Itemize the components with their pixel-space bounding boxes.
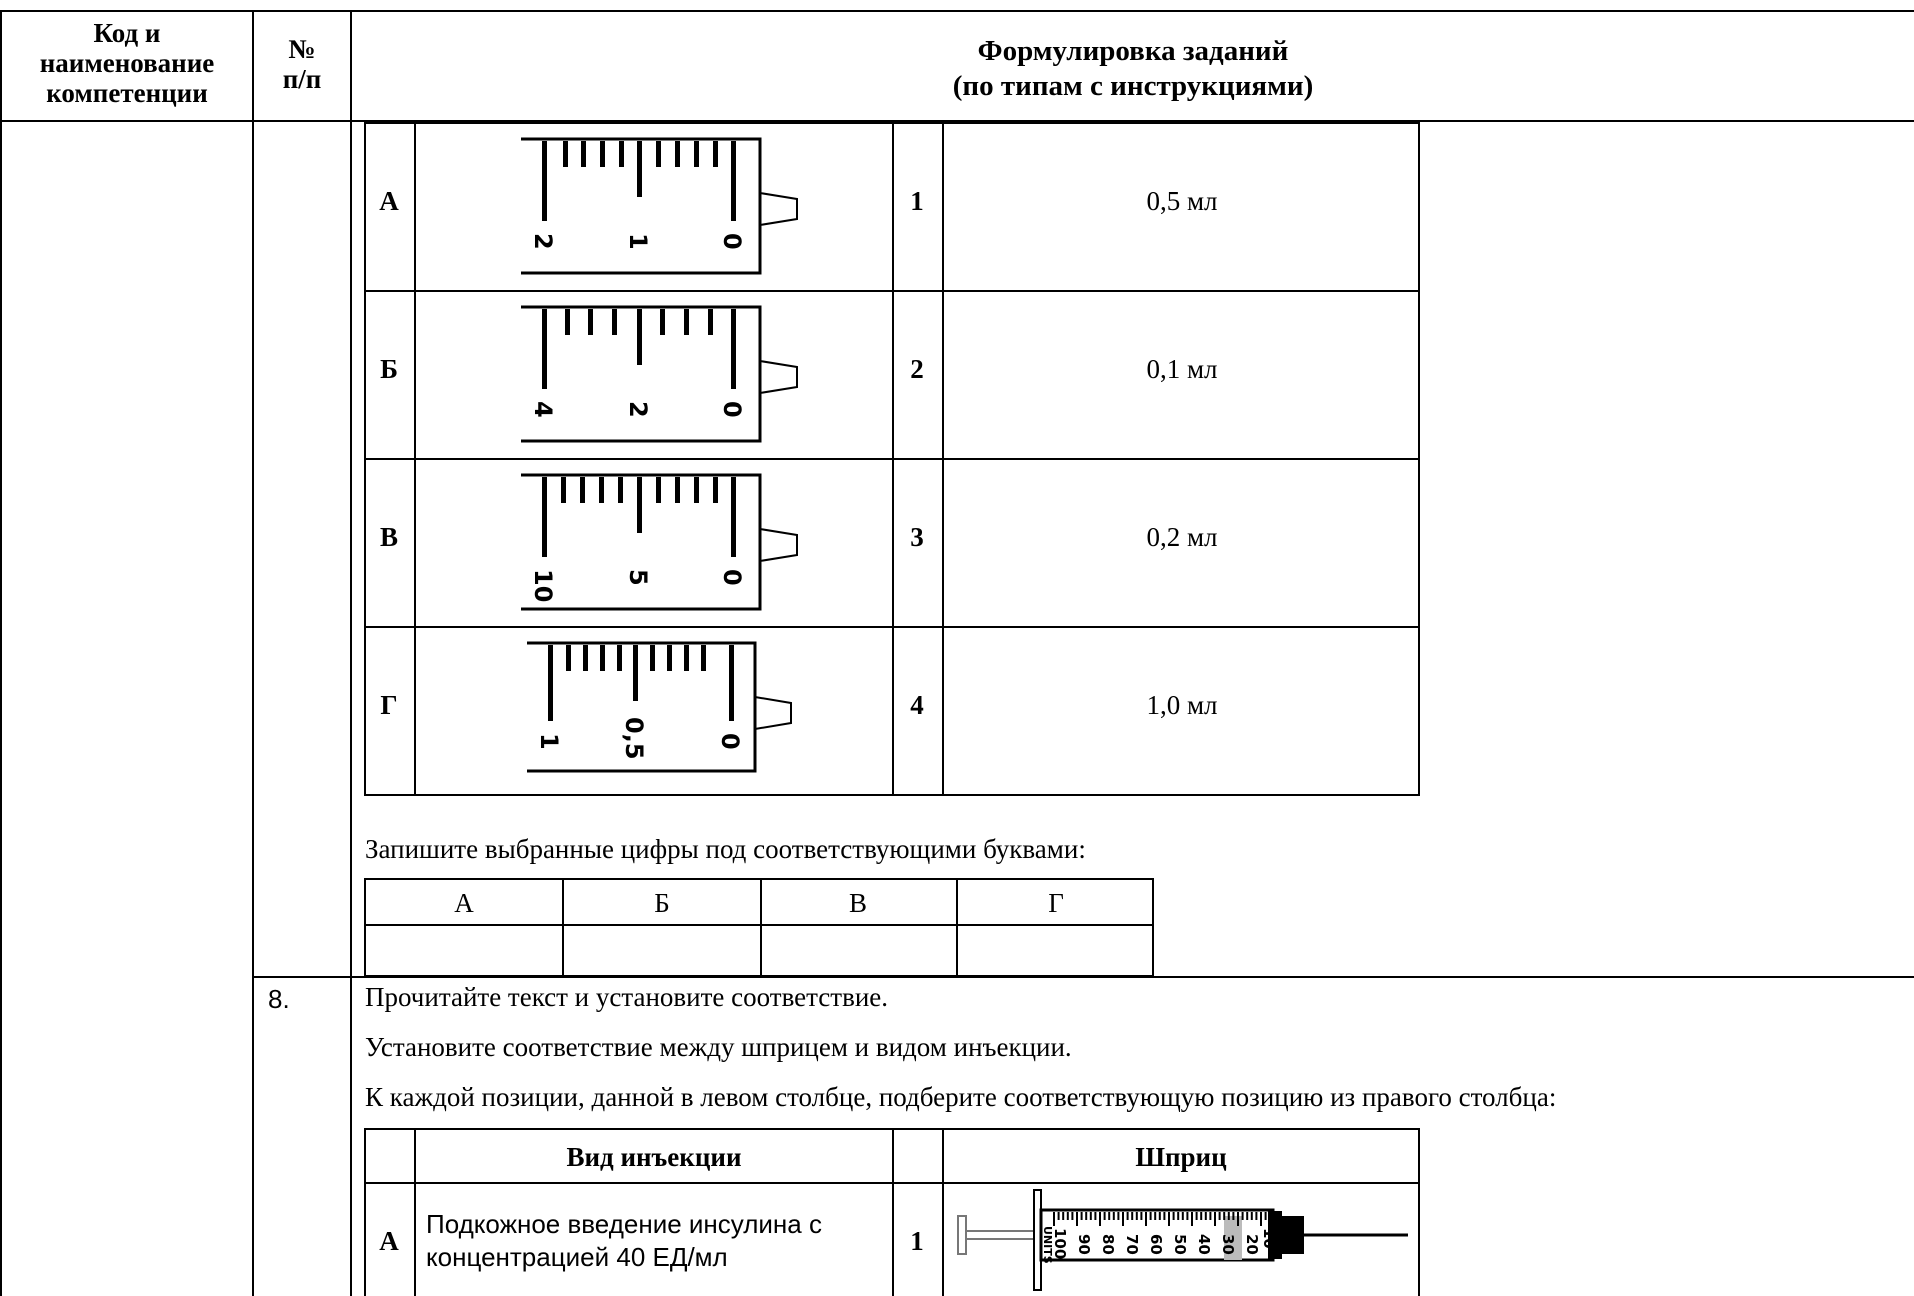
syringe-scale-g: 1 0,5 0 [527, 641, 792, 773]
answer-header-a: А [454, 888, 474, 918]
header-competence: Код и наименование компетенции [39, 18, 215, 109]
syringe-label: 30 [1219, 1234, 1237, 1255]
scale-label: 1 [624, 233, 652, 250]
task8-line2: Установите соответствие между шприцем и … [365, 1032, 1072, 1062]
scale-label: 0 [716, 733, 744, 750]
row-number: 3 [910, 522, 924, 552]
answer-input-v[interactable] [762, 926, 956, 975]
syringe-label: 40 [1195, 1234, 1213, 1255]
answer-input-b[interactable] [564, 926, 760, 975]
syringe-units-label: UNITS [1041, 1226, 1054, 1264]
row-number: 1 [910, 186, 924, 216]
outer-left-border [0, 10, 2, 1296]
header-bottom-border [0, 120, 1914, 122]
scale-label: 1 [535, 733, 563, 750]
scale-label: 0 [718, 401, 746, 418]
row-letter: Г [380, 690, 398, 720]
syringe-label: 50 [1171, 1234, 1189, 1255]
scale-label: 2 [529, 233, 557, 250]
answer-header-b: Б [654, 888, 670, 918]
scale-label: 2 [624, 401, 652, 418]
row-number: 1 [910, 1226, 924, 1256]
injection-description: Подкожное введение инсулина с концентрац… [426, 1209, 822, 1272]
col-divider-1 [252, 10, 254, 1296]
col-header-syringe: Шприц [1135, 1142, 1227, 1172]
answer-input-a[interactable] [366, 926, 562, 975]
syringe-label: 80 [1099, 1234, 1117, 1255]
scale-label: 0 [718, 569, 746, 586]
syringe-label: 100 [1051, 1228, 1069, 1259]
syringe-label: 90 [1075, 1234, 1093, 1255]
row-number: 4 [910, 690, 924, 720]
col-header-injection: Вид инъекции [566, 1142, 742, 1172]
syringe-scale-b: 4 2 0 [521, 305, 798, 443]
syringe-label: 60 [1147, 1234, 1165, 1255]
header-number: № п/п [282, 34, 322, 95]
scale-label: 5 [624, 569, 652, 586]
syringe-scale-v: 10 5 0 [521, 473, 798, 611]
row-letter: В [379, 522, 398, 552]
scale-label: 0,5 [620, 717, 648, 760]
answer-instruction: Запишите выбранные цифры под соответству… [365, 834, 1086, 864]
scale-label: 4 [529, 401, 557, 418]
row-value: 0,1 мл [1146, 354, 1218, 384]
outer-top-border [0, 10, 1914, 12]
header-tasks: Формулировка заданий (по типам с инструк… [952, 35, 1314, 103]
task8-line1: Прочитайте текст и установите соответств… [365, 982, 889, 1012]
task8-line3: К каждой позиции, данной в левом столбце… [365, 1082, 1557, 1112]
row-letter: Б [380, 354, 398, 384]
syringe-label: 10 [1260, 1228, 1278, 1249]
row-letter: А [379, 1226, 399, 1256]
answer-header-g: Г [1048, 888, 1064, 918]
col-divider-2 [350, 10, 352, 1296]
row-number: 2 [910, 354, 924, 384]
scale-label: 0 [718, 233, 746, 250]
syringe-label: 70 [1123, 1234, 1141, 1255]
answer-header-v: В [848, 888, 867, 918]
row-value: 0,5 мл [1146, 186, 1218, 216]
answer-input-g[interactable] [958, 926, 1152, 975]
row-value: 1,0 мл [1146, 690, 1218, 720]
task-number: 8. [268, 984, 290, 1014]
insulin-syringe-image: UNITS 100 90 80 70 60 50 40 30 20 10 [957, 1189, 1408, 1291]
row-value: 0,2 мл [1146, 522, 1218, 552]
syringe-scale-a: 2 1 0 [521, 137, 798, 275]
scale-label: 10 [529, 569, 557, 602]
row-letter: А [379, 186, 399, 216]
task8-top-border [252, 976, 1914, 978]
syringe-label: 20 [1243, 1234, 1261, 1255]
